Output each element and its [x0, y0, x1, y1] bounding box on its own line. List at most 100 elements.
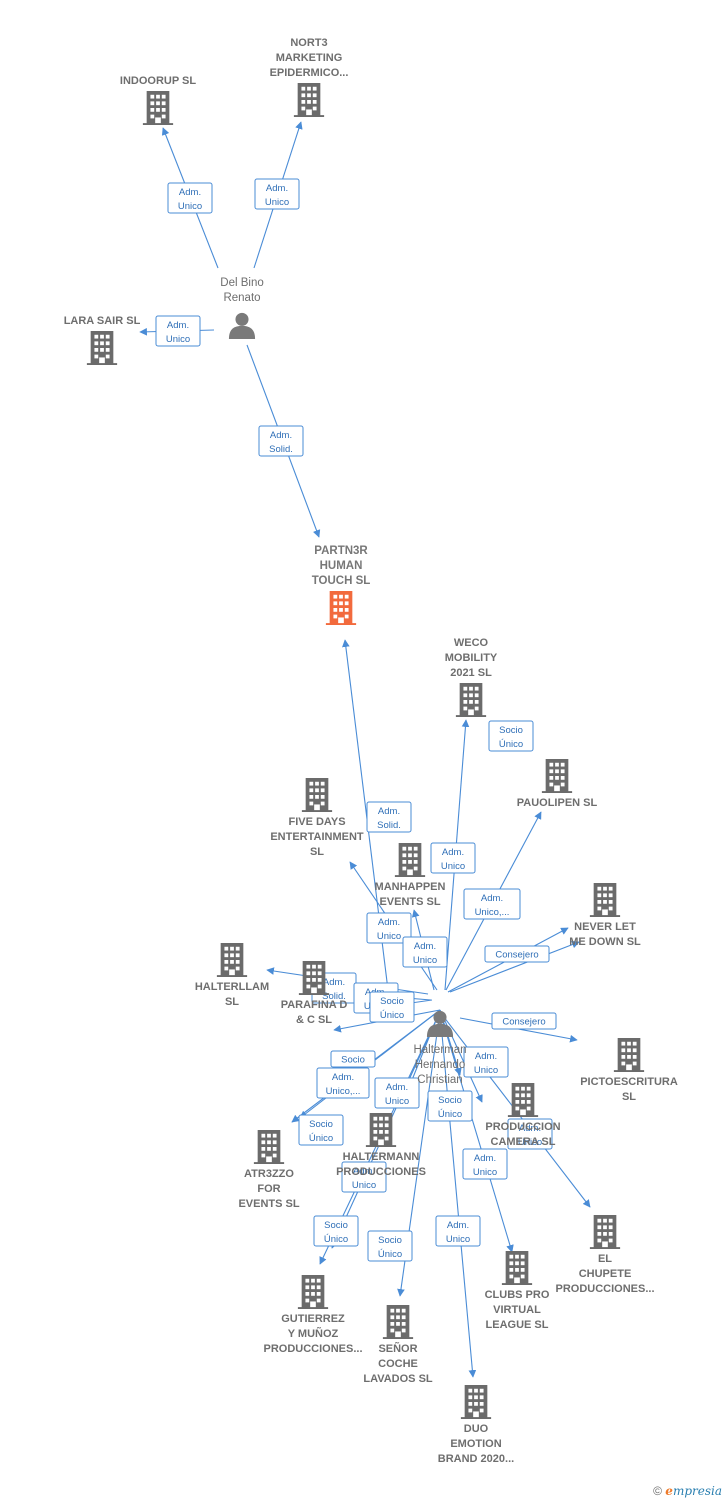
- relation-tag[interactable]: Adm. Solid.: [258, 425, 304, 457]
- relation-tag[interactable]: Adm.Unico: [155, 315, 201, 347]
- node-label: NEVER LET: [574, 921, 636, 933]
- relation-tag-text: Solid.: [269, 444, 293, 455]
- relation-tag[interactable]: Adm. Unico: [430, 842, 476, 874]
- relation-tag-box: [484, 945, 550, 963]
- relation-tag-box: [298, 1114, 344, 1146]
- building-icon: [589, 883, 621, 917]
- relation-tag-box: [258, 425, 304, 457]
- relation-tag-text: Consejero: [502, 1017, 545, 1028]
- relation-tag[interactable]: Adm.Unico: [463, 1046, 509, 1078]
- node-larasair[interactable]: LARA SAIR SL: [64, 315, 141, 365]
- relation-tag[interactable]: Adm.Unico: [435, 1215, 481, 1247]
- building-icon: [501, 1251, 533, 1285]
- node-label: PRODUCCIONES: [336, 1166, 426, 1178]
- relation-tag-text: Adm.: [386, 1082, 408, 1093]
- person-icon: [228, 312, 256, 339]
- relation-tag[interactable]: Consejero: [491, 1012, 557, 1030]
- node-label: CLUBS PRO: [485, 1289, 550, 1301]
- relation-tag[interactable]: Adm. Unico: [374, 1077, 420, 1109]
- relation-tag[interactable]: Adm.Unico,...: [463, 888, 521, 920]
- node-parafina[interactable]: PARAFINA D& C SL: [281, 961, 348, 1026]
- relation-tag[interactable]: Adm.Unico: [462, 1148, 508, 1180]
- relation-tag[interactable]: Adm.Solid.: [366, 801, 412, 833]
- copyright-icon: ©: [653, 1484, 662, 1498]
- node-label: EVENTS SL: [379, 896, 440, 908]
- node-label: WECO: [454, 637, 489, 649]
- relation-tag-text: Adm.: [447, 1220, 469, 1231]
- node-nort3[interactable]: NORT3MARKETINGEPIDERMICO...: [270, 37, 349, 117]
- relation-tag-box: [367, 1230, 413, 1262]
- relation-tag-box: [463, 1046, 509, 1078]
- relation-tag-text: Unico: [385, 1096, 409, 1107]
- node-elchupete[interactable]: ELCHUPETEPRODUCCIONES...: [555, 1215, 655, 1295]
- building-icon: [86, 331, 118, 365]
- node-indoorup[interactable]: INDOORUP SL: [120, 75, 196, 125]
- node-label: Y MUÑOZ: [288, 1327, 339, 1340]
- node-label: PRODUCCIONES...: [555, 1283, 654, 1295]
- relation-edge: [439, 1011, 514, 1253]
- node-label: FOR: [257, 1183, 280, 1195]
- relation-tag[interactable]: Adm.Unico: [366, 912, 412, 944]
- building-icon: [541, 759, 573, 793]
- node-label: 2021 SL: [450, 667, 492, 679]
- relation-tag-box: [491, 1012, 557, 1030]
- relation-tag[interactable]: Adm.Unico: [402, 936, 448, 968]
- node-pauolipen[interactable]: PAUOLIPEN SL: [517, 759, 598, 809]
- relation-tag-box: [463, 888, 521, 920]
- node-label: SEÑOR: [378, 1342, 417, 1355]
- node-label: ENTERTAINMENT: [270, 831, 364, 843]
- relation-tag-text: Socio: [380, 996, 404, 1007]
- brand-logo: empresia: [665, 1484, 722, 1498]
- building-icon: [460, 1385, 492, 1419]
- building-icon: [365, 1113, 397, 1147]
- node-label: EVENTS SL: [238, 1198, 299, 1210]
- relation-tag-text: Unico: [377, 931, 401, 942]
- building-icon: [293, 83, 325, 117]
- relation-tag[interactable]: Adm.Unico: [167, 182, 213, 214]
- relation-tag[interactable]: Consejero: [484, 945, 550, 963]
- relation-tag[interactable]: Adm.Unico: [254, 178, 300, 210]
- relation-tag-text: Adm.: [442, 847, 464, 858]
- relation-tag-text: Adm.: [474, 1153, 496, 1164]
- relation-tag-box: [313, 1215, 359, 1247]
- relation-tag[interactable]: Adm.Unico: [341, 1161, 387, 1193]
- relation-tag-text: Socio: [438, 1095, 462, 1106]
- relation-tag-box: [462, 1148, 508, 1180]
- relation-tag-text: Adm.: [323, 977, 345, 988]
- node-label: GUTIERREZ: [281, 1313, 345, 1325]
- relation-tag[interactable]: Socio: [330, 1050, 376, 1068]
- relation-tag-text: Unico: [441, 861, 465, 872]
- relation-tag-box: [316, 1067, 370, 1099]
- node-label: NORT3: [290, 37, 327, 49]
- node-label: COCHE: [378, 1358, 418, 1370]
- node-label: EMOTION: [450, 1438, 501, 1450]
- footer-brand: © empresia: [653, 1484, 722, 1498]
- node-label: CHUPETE: [579, 1268, 632, 1280]
- relation-tag[interactable]: Adm.Unico: [507, 1118, 553, 1150]
- relation-tag-text: Adm.: [270, 430, 292, 441]
- relation-tag[interactable]: Adm.Unico,...: [316, 1067, 370, 1099]
- building-icon: [301, 778, 333, 812]
